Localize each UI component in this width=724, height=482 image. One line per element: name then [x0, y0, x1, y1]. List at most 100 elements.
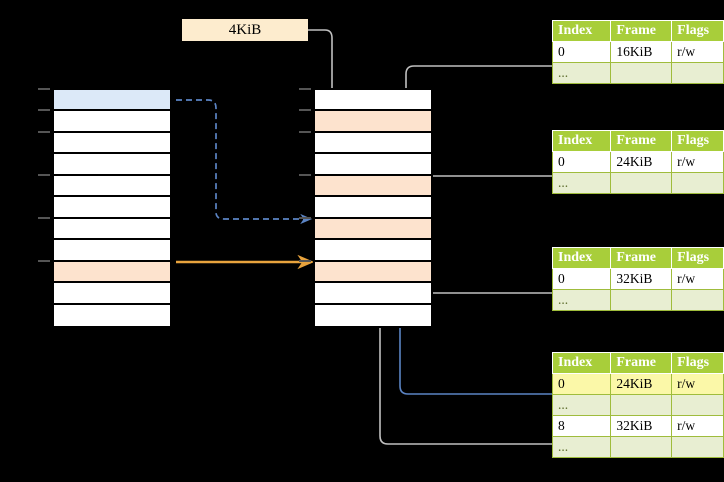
table-row[interactable]: 0 24KiB r/w [551, 373, 724, 395]
cell-index: 8 [551, 415, 612, 437]
virtual-page-row[interactable] [54, 304, 170, 326]
cell-index: ... [551, 62, 612, 84]
table-row[interactable]: ... [551, 436, 724, 458]
cell-frame: 16KiB [610, 41, 673, 63]
cell-index: ... [551, 172, 612, 194]
page-boundary-tick [38, 216, 50, 219]
virtual-page-row[interactable] [54, 197, 170, 219]
wire-virtual-blue-to-physical [176, 99, 313, 225]
page-boundary-tick [38, 109, 50, 112]
cell-index: ... [551, 289, 612, 311]
page-boundary-tick [38, 88, 50, 90]
virtual-page-row[interactable] [54, 111, 170, 133]
virtual-page-row[interactable] [54, 175, 170, 198]
table-header-row: Index Frame Flags [551, 20, 724, 42]
page-boundary-tick [38, 173, 50, 176]
table-row[interactable]: 0 16KiB r/w [551, 41, 724, 63]
column-header-index: Index [551, 20, 612, 42]
column-header-index: Index [551, 352, 612, 374]
column-header-frame: Frame [610, 20, 673, 42]
physical-frame-row[interactable] [315, 90, 431, 112]
cell-index: ... [551, 394, 612, 416]
cell-frame [610, 62, 673, 84]
column-header-flags: Flags [671, 130, 724, 152]
physical-frame-row[interactable] [315, 240, 431, 262]
physical-frame-row[interactable] [315, 218, 431, 241]
cell-frame: 24KiB [610, 151, 673, 173]
cell-flags [671, 436, 724, 458]
wire-pt3-to-frame [415, 261, 552, 294]
page-table-level-2[interactable]: Index Frame Flags 0 24KiB r/w ... [551, 130, 724, 194]
page-boundary-tick [299, 259, 311, 262]
table-row[interactable]: ... [551, 172, 724, 194]
table-row[interactable]: 8 32KiB r/w [551, 415, 724, 437]
table-header-row: Index Frame Flags [551, 247, 724, 269]
physical-frame-row[interactable] [315, 154, 431, 176]
page-boundary-tick [299, 109, 311, 112]
cell-frame [610, 172, 673, 194]
cell-index: 0 [551, 151, 612, 173]
frame-size-callout: 4KiB [182, 19, 308, 41]
virtual-page-row[interactable] [54, 283, 170, 305]
physical-frame-row[interactable] [315, 197, 431, 219]
column-header-index: Index [551, 130, 612, 152]
page-boundary-tick [299, 216, 311, 219]
table-row[interactable]: 0 24KiB r/w [551, 151, 724, 173]
cell-frame [610, 394, 673, 416]
virtual-page-row[interactable] [54, 240, 170, 262]
table-row[interactable]: ... [551, 62, 724, 84]
table-header-row: Index Frame Flags [551, 352, 724, 374]
column-header-index: Index [551, 247, 612, 269]
page-boundary-tick [38, 259, 50, 262]
virtual-page-row[interactable] [54, 154, 170, 176]
cell-index: 0 [551, 373, 612, 395]
physical-frame-row[interactable] [315, 261, 431, 284]
page-boundary-tick [38, 130, 50, 133]
cell-flags [671, 172, 724, 194]
cell-index: ... [551, 436, 612, 458]
cell-frame [610, 289, 673, 311]
cell-frame: 32KiB [610, 415, 673, 437]
column-header-frame: Frame [610, 352, 673, 374]
cell-flags: r/w [671, 151, 724, 173]
column-header-flags: Flags [671, 247, 724, 269]
cell-flags [671, 394, 724, 416]
cell-flags: r/w [671, 41, 724, 63]
physical-frame-row[interactable] [315, 304, 431, 326]
cell-frame: 32KiB [610, 268, 673, 290]
table-row[interactable]: 0 32KiB r/w [551, 268, 724, 290]
page-table-level-1[interactable]: Index Frame Flags 0 16KiB r/w ... [551, 20, 724, 84]
physical-frame-row[interactable] [315, 175, 431, 198]
cell-index: 0 [551, 41, 612, 63]
table-row[interactable]: ... [551, 289, 724, 311]
physical-frame-row[interactable] [315, 111, 431, 133]
cell-flags: r/w [671, 373, 724, 395]
virtual-address-space-column [52, 88, 172, 328]
cell-flags: r/w [671, 415, 724, 437]
page-boundary-tick [299, 173, 311, 176]
virtual-page-row[interactable] [54, 90, 170, 112]
cell-frame [610, 436, 673, 458]
column-header-flags: Flags [671, 20, 724, 42]
wire-pt2-to-frame [415, 175, 552, 224]
cell-index: 0 [551, 268, 612, 290]
cell-flags [671, 289, 724, 311]
physical-memory-column [313, 88, 433, 328]
column-header-flags: Flags [671, 352, 724, 374]
table-header-row: Index Frame Flags [551, 130, 724, 152]
page-table-level-3[interactable]: Index Frame Flags 0 32KiB r/w ... [551, 247, 724, 311]
page-boundary-tick [299, 130, 311, 133]
virtual-page-row[interactable] [54, 218, 170, 241]
page-table-level-4[interactable]: Index Frame Flags 0 24KiB r/w ... 8 32Ki… [551, 352, 724, 458]
cell-flags: r/w [671, 268, 724, 290]
physical-frame-row[interactable] [315, 132, 431, 155]
table-row[interactable]: ... [551, 394, 724, 416]
page-boundary-tick [299, 88, 311, 90]
physical-frame-row[interactable] [315, 283, 431, 305]
virtual-page-row[interactable] [54, 132, 170, 155]
virtual-page-row[interactable] [54, 261, 170, 284]
column-header-frame: Frame [610, 247, 673, 269]
cell-frame: 24KiB [610, 373, 673, 395]
column-header-frame: Frame [610, 130, 673, 152]
